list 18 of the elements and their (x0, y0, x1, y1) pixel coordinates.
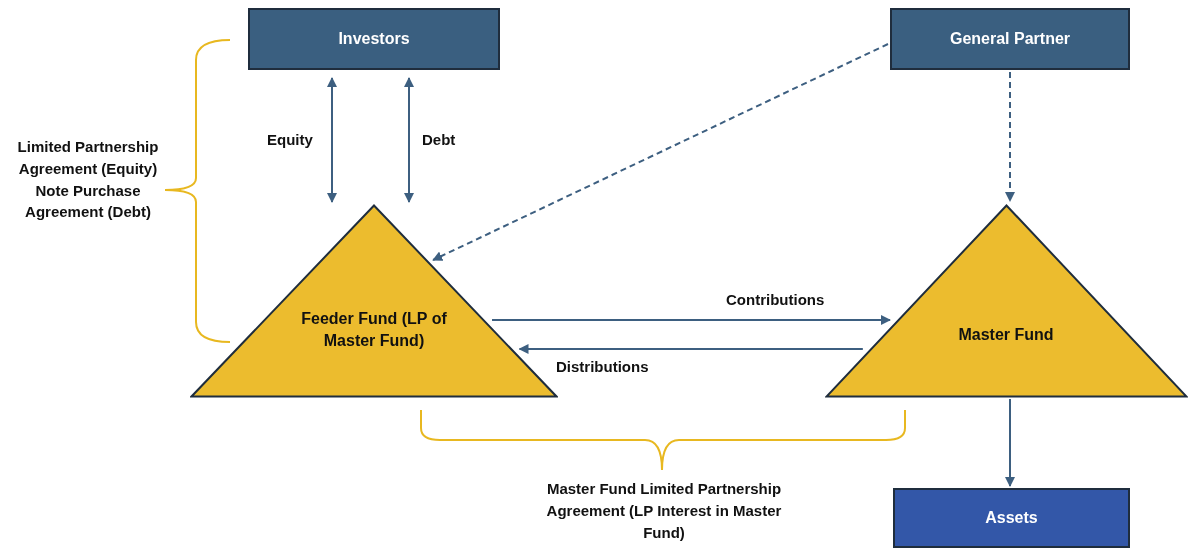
arrow (1005, 398, 1015, 487)
node-label: Master Fund (957, 325, 1055, 345)
arrow (518, 344, 864, 354)
edge-label: Contributions (724, 291, 827, 308)
agreement-note: Limited Partnership Agreement (Equity) Note Purchase Agreement (Debt) (16, 137, 160, 223)
arrow (404, 77, 414, 203)
edge-label: Distributions (554, 358, 651, 375)
arrow (432, 43, 889, 261)
process-box: Investors (248, 8, 500, 70)
node-label: Feeder Fund (LP of Master Fund) (300, 309, 448, 352)
agreement-note: Master Fund Limited Partnership Agreement (LP Interest in Master Fund) (545, 479, 783, 543)
process-box: General Partner (890, 8, 1130, 70)
edge-label: Equity (265, 131, 315, 148)
edge-label: Debt (420, 131, 458, 148)
arrow (327, 77, 337, 203)
process-box: Assets (893, 488, 1130, 548)
arrow (1005, 71, 1015, 202)
arrow (491, 315, 891, 325)
